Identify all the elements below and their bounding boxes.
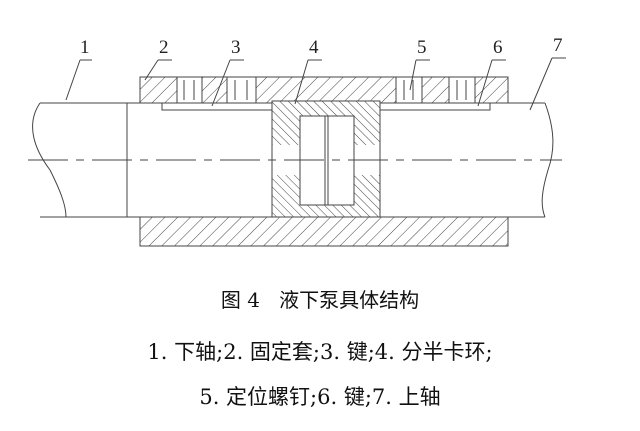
legend-line-2: 5. 定位螺钉;6. 键;7. 上轴 — [199, 385, 441, 409]
figure-title: 图 4 液下泵具体结构 — [220, 288, 420, 312]
part-label-7: 7 — [553, 35, 563, 56]
part-label-1: 1 — [80, 37, 90, 58]
part-labels: 1 2 3 4 5 6 7 — [80, 35, 563, 58]
key-6 — [379, 102, 491, 111]
set-screw-hole — [448, 76, 476, 104]
set-screw-hole — [395, 76, 423, 104]
legend-line-1: 1. 下轴;2. 固定套;3. 键;4. 分半卡环; — [147, 340, 493, 364]
part-label-6: 6 — [493, 37, 503, 58]
set-screw-hole — [176, 76, 203, 104]
pump-structure-drawing: 1 2 3 4 5 6 7 — [28, 35, 566, 247]
clamp-ring-upper-section — [272, 101, 380, 145]
key-3 — [161, 102, 273, 111]
clamp-ring-lower-section — [272, 175, 380, 217]
fixing-sleeve-bottom — [139, 216, 509, 247]
leader-lines — [65, 57, 566, 111]
part-label-5: 5 — [417, 37, 427, 58]
set-screw-hole — [226, 76, 257, 104]
part-label-3: 3 — [231, 37, 241, 58]
part-label-4: 4 — [309, 37, 319, 58]
part-label-2: 2 — [159, 37, 169, 58]
set-screw-threads — [183, 80, 467, 100]
